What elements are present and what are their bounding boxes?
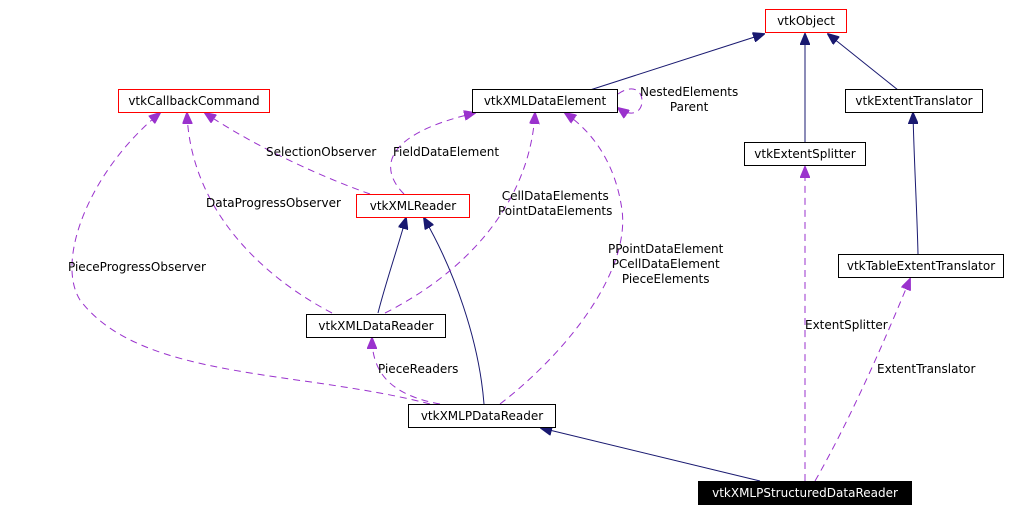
edge-extenttranslator-to-object: [828, 34, 899, 91]
label-data-progress-observer: DataProgressObserver: [206, 196, 341, 210]
label-extent-splitter: ExtentSplitter: [805, 318, 888, 332]
edge-piece-readers: [372, 338, 441, 405]
label-field-data-element: FieldDataElement: [393, 145, 500, 159]
edge-data-progress-observer: [187, 113, 333, 314]
label-nested-elements: NestedElements: [640, 85, 739, 99]
node-vtkxmlreader[interactable]: vtkXMLReader: [356, 194, 470, 218]
label-nested-elements-parent: NestedElements Parent: [640, 85, 738, 115]
node-vtkxmlpstructureddatareader[interactable]: vtkXMLPStructuredDataReader: [698, 481, 912, 505]
edge-piece-progress-observer: [71, 113, 431, 405]
node-vtktableextenttranslator[interactable]: vtkTableExtentTranslator: [838, 254, 1004, 278]
label-parent: Parent: [669, 100, 709, 114]
label-selection-observer: SelectionObserver: [266, 145, 377, 159]
edge-extent-translator: [814, 279, 910, 482]
label-piece-progress-observer: PieceProgressObserver: [68, 260, 206, 274]
node-vtkxmldatareader[interactable]: vtkXMLDataReader: [306, 314, 446, 338]
label-pcell-data-element: PCellDataElement: [611, 257, 720, 271]
label-piece-readers: PieceReaders: [378, 362, 459, 376]
label-cell-data-elements: CellDataElements: [501, 189, 609, 203]
node-vtkcallbackcommand[interactable]: vtkCallbackCommand: [118, 89, 270, 113]
label-piece-elements: PieceElements: [621, 272, 710, 286]
node-vtkxmldataelement[interactable]: vtkXMLDataElement: [472, 89, 618, 113]
edge-xmlpdatareader-to-xmlreader: [424, 218, 485, 405]
edge-nested-elements-self: [618, 88, 643, 113]
edge-xmldatareader-to-xmlreader: [377, 218, 406, 314]
node-vtkobject[interactable]: vtkObject: [765, 9, 847, 33]
edge-xmlpstructured-to-xmlpdatareader: [541, 428, 761, 482]
node-vtkxmlpdatareader[interactable]: vtkXMLPDataReader: [408, 404, 556, 428]
edge-tableextenttranslator-to-extenttranslator: [913, 113, 919, 255]
edge-xmldataelement-to-object: [589, 34, 764, 91]
label-ppoint-data-element: PPointDataElement: [608, 242, 724, 256]
label-point-data-elements: PointDataElements: [498, 204, 613, 218]
edge-selection-observer: [205, 113, 371, 195]
label-ppoint-pcell-piece: PPointDataElement PCellDataElement Piece…: [608, 242, 723, 287]
edge-ppoint-data-element: [499, 113, 624, 405]
label-cell-point-data-elements: CellDataElements PointDataElements: [498, 189, 612, 219]
node-vtkextenttranslator[interactable]: vtkExtentTranslator: [845, 89, 983, 113]
edge-cell-point-data-elements: [384, 113, 535, 314]
label-extent-translator: ExtentTranslator: [877, 362, 976, 376]
node-vtkextentsplitter[interactable]: vtkExtentSplitter: [744, 142, 866, 166]
